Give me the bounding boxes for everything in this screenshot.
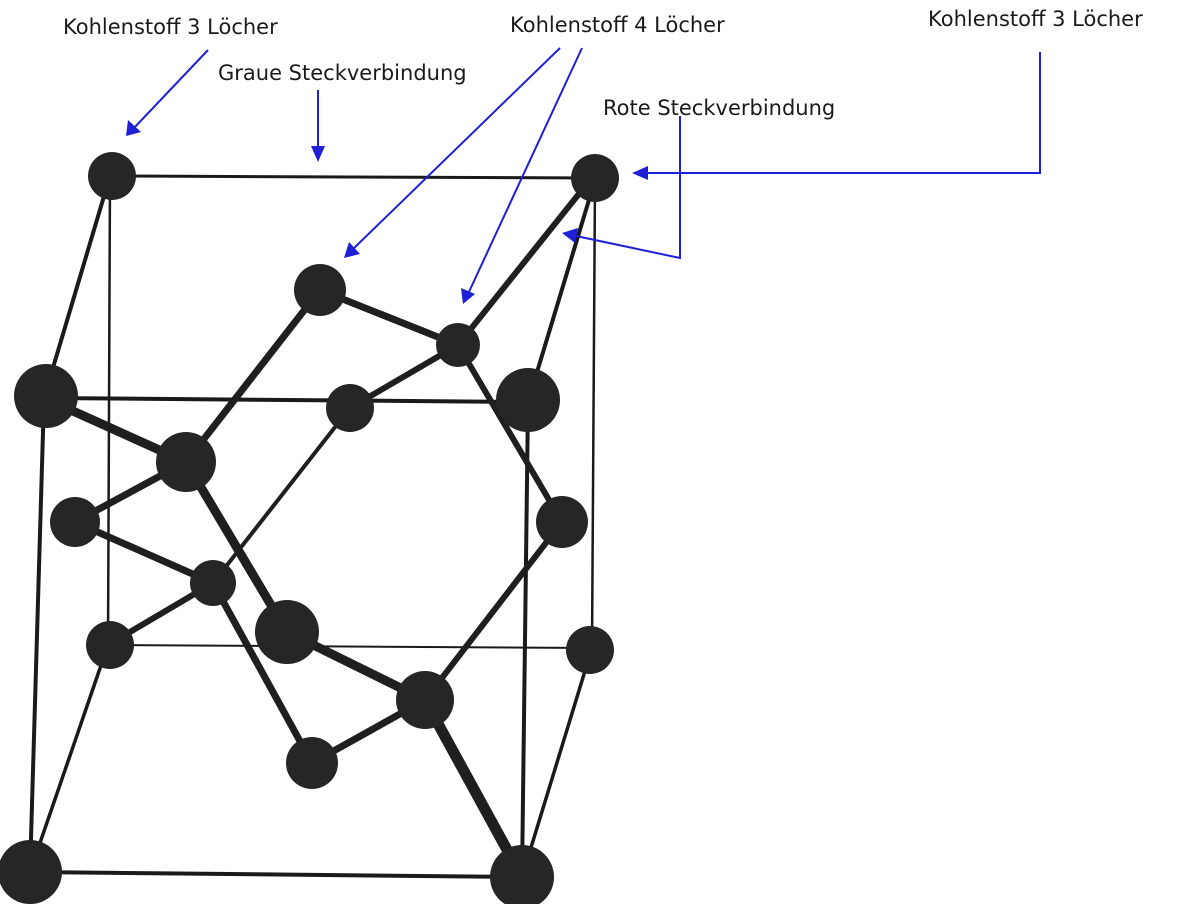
- atom-inner: [190, 560, 236, 606]
- arrowhead: [344, 242, 360, 258]
- frame-edge-bottom-back: [107, 644, 593, 649]
- arrow-carbon-4-holes-b: [467, 47, 583, 295]
- label-red-connector: Rote Steckverbindung: [603, 96, 835, 120]
- atom-face: [50, 497, 100, 547]
- frame-diagonal-top-left: [42, 174, 112, 400]
- atoms: [0, 152, 619, 904]
- arrow-carbon-4-holes-a: [351, 47, 561, 251]
- bond: [182, 286, 324, 466]
- label-carbon-4-holes: Kohlenstoff 4 Löcher: [510, 13, 725, 37]
- arrowhead: [311, 146, 325, 162]
- bond: [209, 579, 316, 767]
- frame-edge-right-front: [520, 400, 530, 879]
- atom-inner: [294, 264, 346, 316]
- frame-edge-middle-front: [43, 396, 530, 404]
- bond: [71, 518, 217, 587]
- arrow-carbon-3-holes-right: [646, 52, 1041, 174]
- atom-corner-bottom-back-right: [566, 626, 614, 674]
- frame-edge-left-back: [106, 174, 112, 647]
- atom-face: [536, 496, 588, 548]
- frame-edge-top-back: [110, 174, 597, 180]
- bond: [422, 519, 565, 703]
- arrowhead: [562, 228, 578, 243]
- atom-inner: [396, 671, 454, 729]
- atom-corner-top-back-left: [88, 152, 136, 200]
- frame-edge-left-front: [28, 396, 46, 874]
- frame-edge-bottom-front: [28, 870, 524, 879]
- bond: [181, 457, 292, 637]
- arrowhead: [632, 166, 648, 180]
- arrowhead: [126, 120, 141, 136]
- frame-diagonal-top-right: [526, 178, 597, 404]
- atom-inner: [286, 737, 338, 789]
- atom-inner: [156, 432, 216, 492]
- frame-edge-right-back: [590, 178, 597, 650]
- bond: [211, 406, 352, 585]
- atom-corner-bottom-back-left: [86, 621, 134, 669]
- callout-arrows: [126, 47, 1041, 304]
- arrow-carbon-3-holes-left: [133, 49, 209, 129]
- label-grey-connector: Graue Steckverbindung: [218, 61, 467, 85]
- label-carbon-3-holes-left: Kohlenstoff 3 Löcher: [63, 15, 278, 39]
- atom-inner: [326, 384, 374, 432]
- unit-cell-frame: [28, 174, 597, 879]
- arrow-red-connector: [575, 116, 681, 260]
- arrowhead: [461, 288, 475, 304]
- atom-inner: [255, 600, 319, 664]
- frame-diagonal-bottom-right: [520, 646, 594, 879]
- label-carbon-3-holes-right: Kohlenstoff 3 Löcher: [928, 7, 1143, 31]
- bond: [419, 694, 528, 883]
- bond: [455, 177, 593, 348]
- atom-inner: [436, 323, 480, 367]
- atom-corner-bottom-front-left: [0, 840, 62, 904]
- atom-corner-top-back-right: [571, 154, 619, 202]
- frame-diagonal-bottom-left: [28, 643, 110, 874]
- atom-corner-middle-left: [14, 364, 78, 428]
- bond: [455, 342, 565, 525]
- labels: Kohlenstoff 3 Löcher Graue Steckverbindu…: [63, 7, 1143, 120]
- atom-corner-bottom-front-right: [490, 845, 554, 904]
- atom-corner-middle-right: [496, 368, 560, 432]
